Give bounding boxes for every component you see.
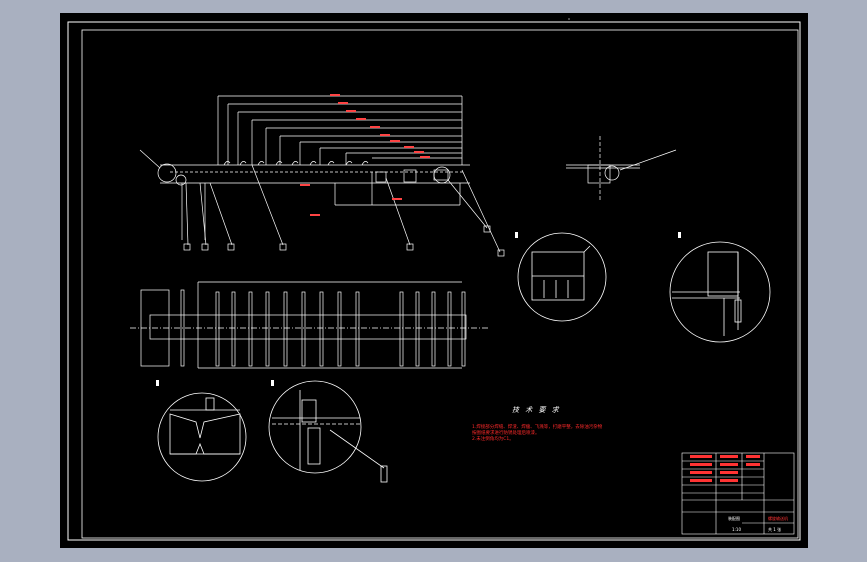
side-view	[566, 136, 677, 200]
outer-border	[67, 21, 801, 541]
title-block-sheet: 共 1 张	[768, 526, 781, 532]
cross-bars	[180, 289, 466, 367]
title-block-fills	[690, 455, 760, 482]
title-block-drawing-name: 螺旋输送机	[768, 515, 788, 521]
detail-circle-1	[517, 232, 607, 322]
title-block	[681, 452, 795, 535]
detail-circle-2	[669, 241, 771, 343]
front-view-dim-labels	[300, 94, 430, 216]
title-block-material: 装配图	[728, 515, 740, 521]
technical-requirements: 技 术 要 求 1.焊接部分焊缝、焊渣、焊瘤、飞溅等，打磨平整，去除油污杂物 按…	[472, 406, 603, 442]
title-block-scale: 1:10	[732, 527, 741, 532]
tech-req-note-2: 按图纸要求进行防锈处理后喷漆。	[472, 429, 540, 436]
tech-req-note-3: 2.未注倒角均为C1。	[472, 435, 514, 442]
sheet-background	[60, 13, 808, 548]
inner-border	[81, 29, 799, 539]
tech-req-note-1: 1.焊接部分焊缝、焊渣、焊瘤、飞溅等，打磨平整，去除油污杂物	[472, 423, 603, 430]
tech-req-title: 技 术 要 求	[512, 406, 561, 414]
top-view	[130, 281, 490, 369]
view-labels	[156, 232, 681, 386]
detail-circle-4	[268, 380, 388, 483]
detail-circle-3	[157, 392, 247, 482]
